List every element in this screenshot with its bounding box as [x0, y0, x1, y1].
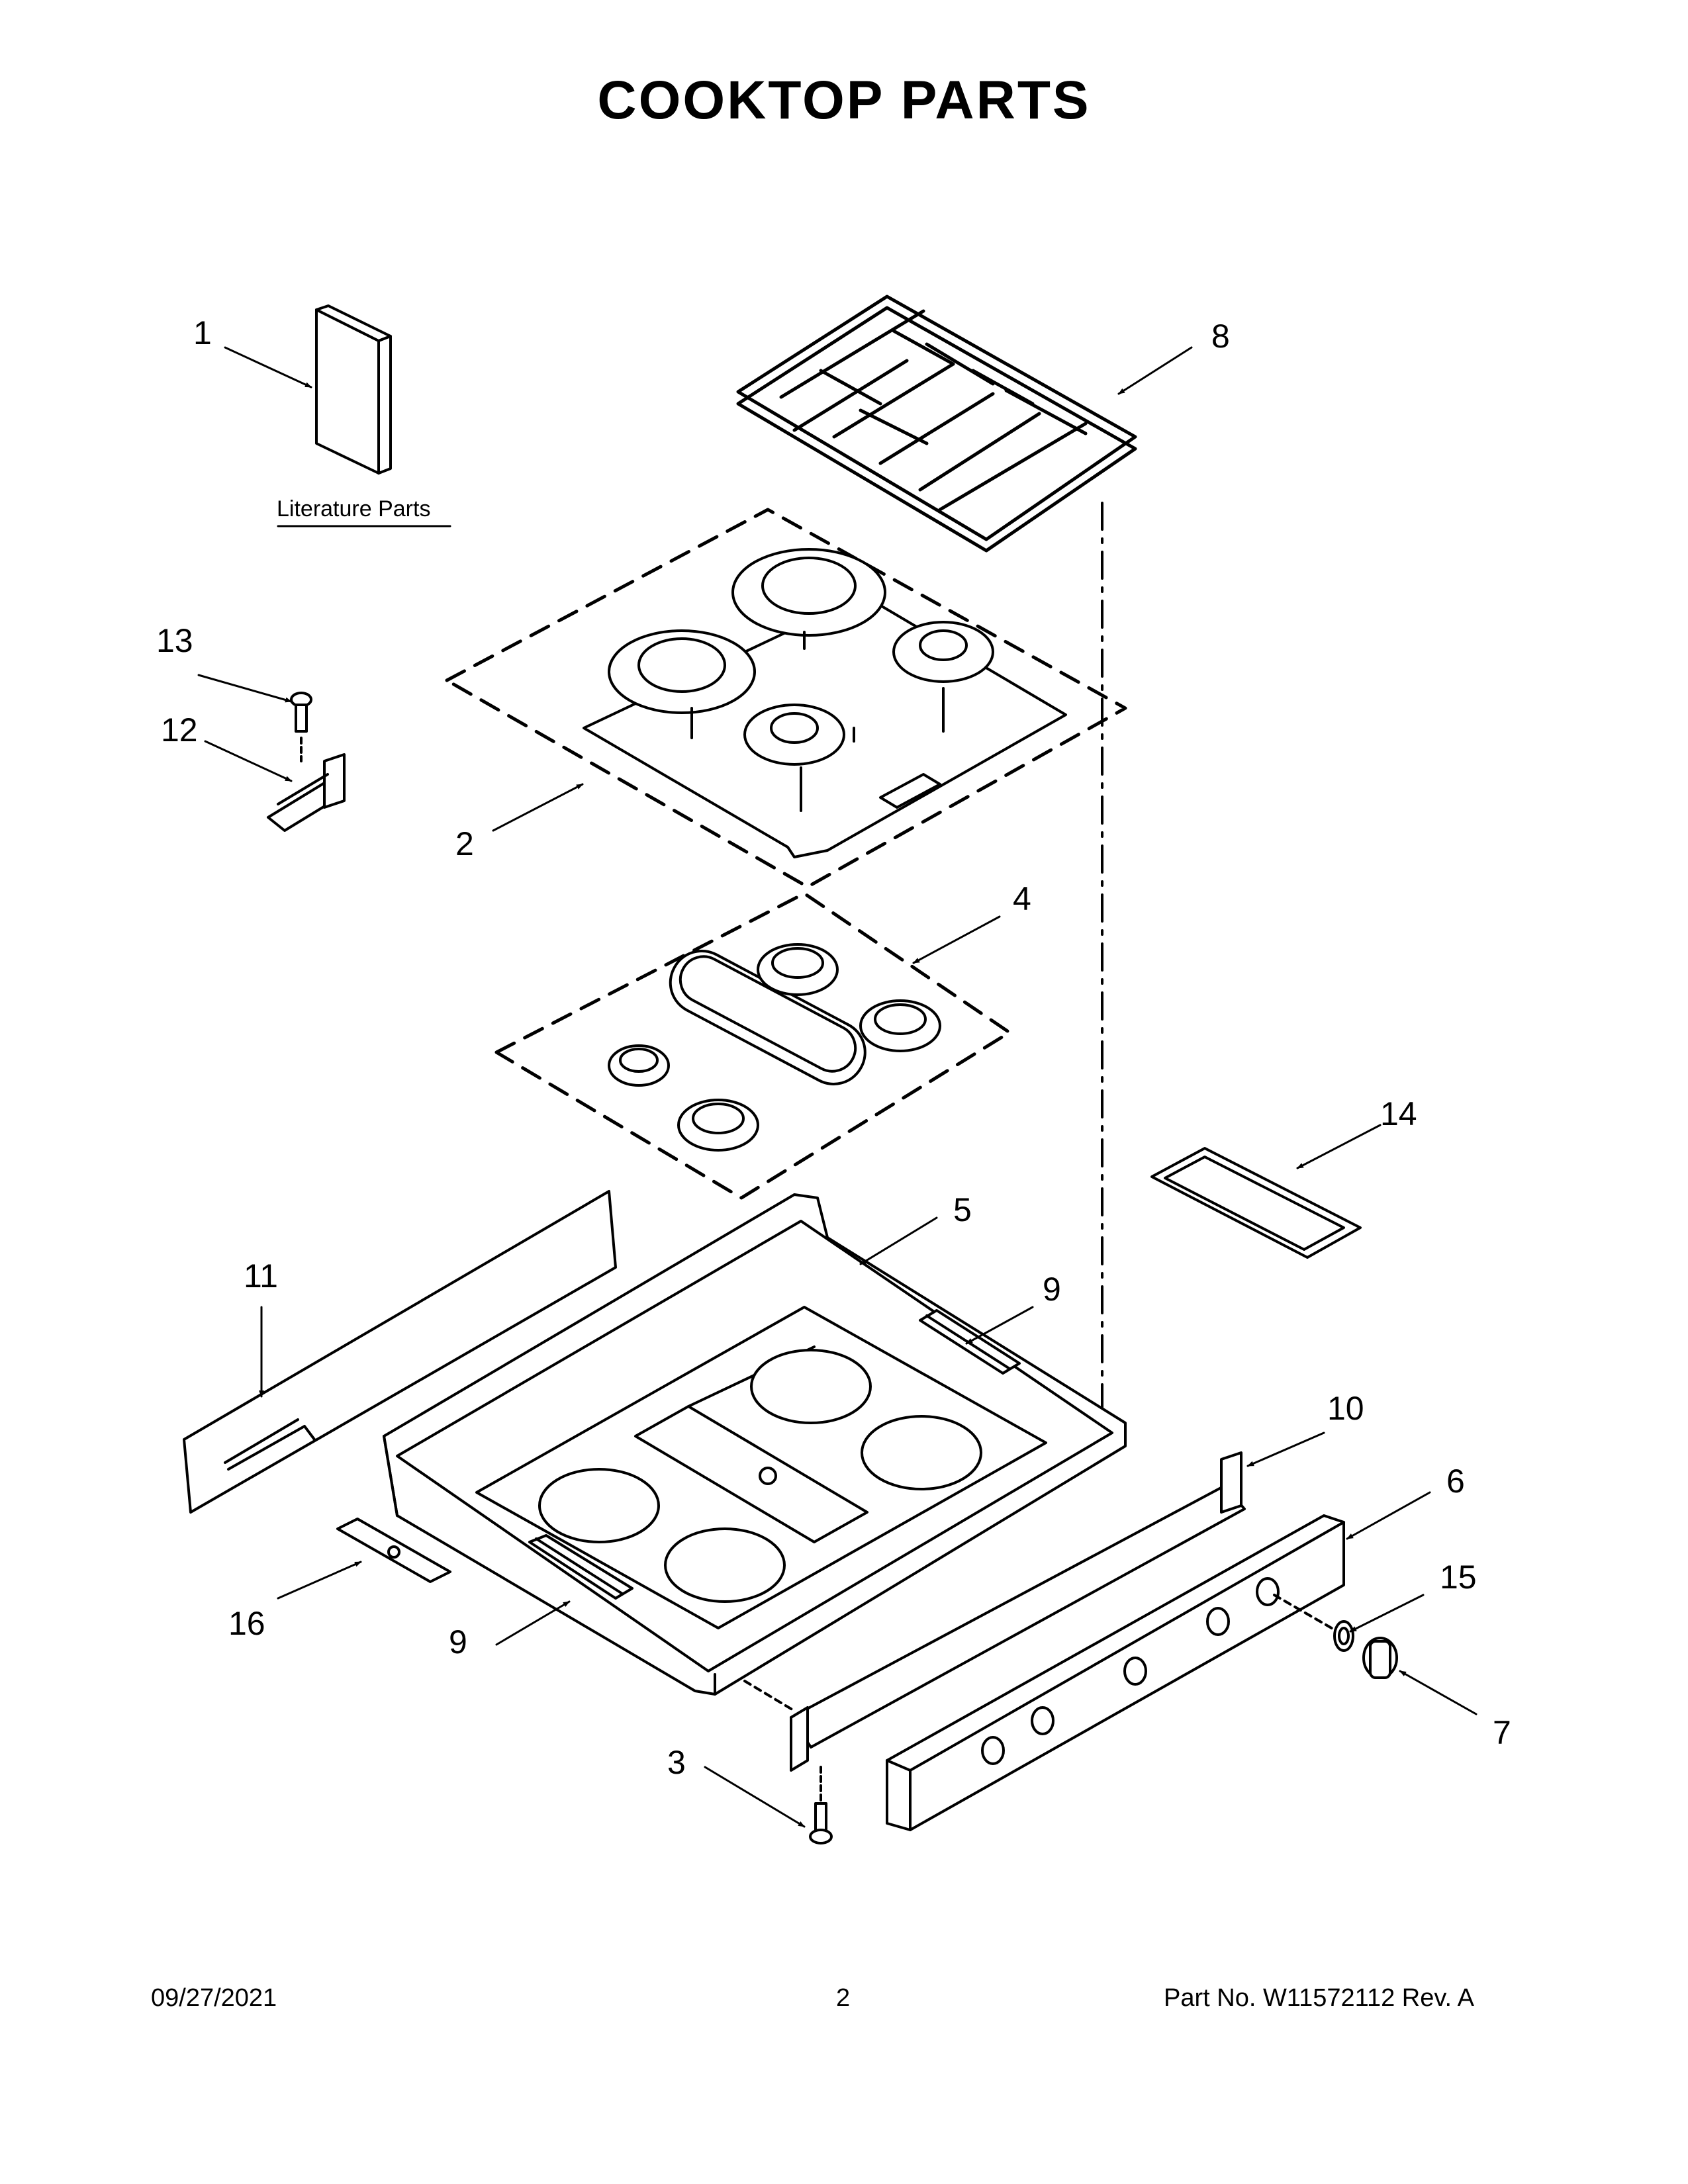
callout-3: 3 — [667, 1744, 686, 1781]
callout-1: 1 — [193, 314, 212, 351]
literature-booklet — [277, 304, 451, 527]
screw-bottom — [809, 1766, 833, 1844]
callout-6: 6 — [1446, 1463, 1465, 1500]
callout-4: 4 — [1013, 880, 1031, 917]
burner-group — [494, 891, 1011, 1200]
rear-panel — [183, 1190, 617, 1514]
callout-5: 5 — [953, 1191, 972, 1228]
control-knob — [1362, 1637, 1398, 1679]
literature-parts-label: Literature Parts — [277, 496, 430, 522]
callout-10: 10 — [1327, 1390, 1364, 1427]
knob-bezel — [1333, 1620, 1354, 1652]
callout-9-lower: 9 — [449, 1623, 467, 1661]
callout-7: 7 — [1493, 1714, 1511, 1751]
footer-part-number: Part No. W11572112 Rev. A — [1164, 1984, 1474, 2012]
clip-bracket — [267, 753, 346, 832]
callout-12: 12 — [161, 711, 198, 749]
callout-11: 11 — [244, 1257, 278, 1295]
cooktop-glass-assembly — [445, 508, 1127, 889]
bracket-lower — [528, 1534, 633, 1600]
callout-9-upper: 9 — [1043, 1271, 1061, 1308]
callout-15: 15 — [1440, 1559, 1477, 1596]
footer-date: 09/27/2021 — [151, 1984, 277, 2012]
manifold-control-panel — [790, 1451, 1345, 1831]
page-title: COOKTOP PARTS — [597, 70, 1091, 130]
screw-top — [290, 692, 312, 762]
mounting-plate — [336, 1518, 451, 1583]
cooktop-grate — [736, 295, 1137, 553]
callout-2: 2 — [455, 825, 474, 862]
callout-14: 14 — [1380, 1095, 1417, 1132]
access-panel — [1150, 1147, 1362, 1259]
callout-8: 8 — [1211, 318, 1230, 355]
callout-16: 16 — [228, 1605, 265, 1642]
footer-page-number: 2 — [836, 1984, 851, 2012]
callout-13: 13 — [156, 622, 193, 659]
